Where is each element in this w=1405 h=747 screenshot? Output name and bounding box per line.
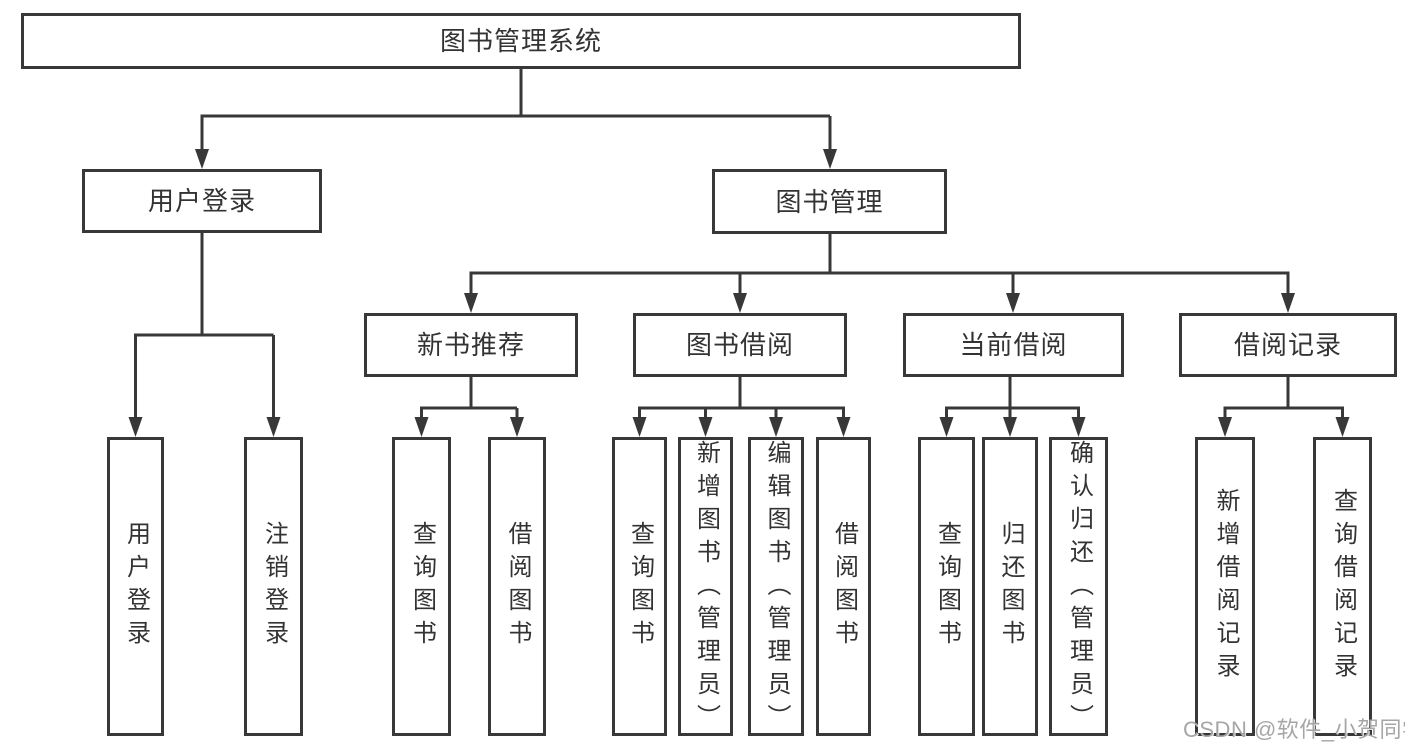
node-label: 注销登录 bbox=[260, 520, 288, 653]
arrowhead bbox=[1006, 293, 1020, 313]
node-book-borrow: 图书借阅 bbox=[633, 313, 847, 377]
leaf-borrow-books-recommend: 借阅图书 bbox=[488, 437, 546, 736]
arrowhead bbox=[128, 417, 143, 437]
arrowhead bbox=[823, 149, 837, 169]
connector-book-management-children bbox=[464, 234, 1295, 313]
node-user-login: 用户登录 bbox=[82, 169, 322, 233]
arrowhead bbox=[1335, 417, 1350, 437]
arrowhead bbox=[510, 417, 524, 437]
arrowhead bbox=[698, 417, 713, 437]
node-label: 查询图书 bbox=[408, 520, 436, 653]
arrowhead bbox=[632, 417, 647, 437]
node-label: 图书管理系统 bbox=[439, 26, 602, 56]
node-label: 用户登录 bbox=[122, 520, 150, 653]
connector-book-borrow-children bbox=[632, 377, 851, 437]
leaf-add-borrow-record: 新增借阅记录 bbox=[1195, 437, 1255, 736]
node-new-book-recommend: 新书推荐 bbox=[364, 313, 578, 377]
arrowhead bbox=[939, 417, 954, 437]
arrowhead bbox=[1071, 417, 1086, 437]
node-label: 借阅记录 bbox=[1233, 330, 1342, 360]
node-label: 编辑图书（管理员） bbox=[763, 440, 790, 737]
node-borrow-records: 借阅记录 bbox=[1179, 313, 1397, 377]
node-label: 查询图书 bbox=[933, 520, 961, 653]
node-label: 新增借阅记录 bbox=[1212, 487, 1239, 686]
arrowhead bbox=[464, 293, 478, 313]
leaf-return-books: 归还图书 bbox=[982, 437, 1038, 736]
connector-borrow-records-children bbox=[1218, 377, 1350, 437]
node-label: 图书借阅 bbox=[685, 330, 794, 360]
leaf-confirm-return-admin: 确认归还（管理员） bbox=[1049, 437, 1108, 737]
node-current-borrow: 当前借阅 bbox=[903, 313, 1124, 377]
leaf-user-login: 用户登录 bbox=[107, 437, 164, 736]
leaf-add-books-admin: 新增图书（管理员） bbox=[678, 437, 733, 737]
arrowhead bbox=[733, 293, 747, 313]
node-label: 新增图书（管理员） bbox=[692, 440, 720, 737]
node-book-management: 图书管理 bbox=[712, 169, 947, 234]
node-label: 图书管理 bbox=[775, 186, 884, 217]
node-label: 借阅图书 bbox=[830, 520, 858, 653]
node-label: 当前借阅 bbox=[959, 330, 1068, 360]
arrowhead bbox=[836, 417, 851, 437]
node-label: 用户登录 bbox=[147, 186, 256, 216]
leaf-logout: 注销登录 bbox=[244, 437, 303, 736]
arrowhead bbox=[1218, 417, 1232, 437]
csdn-watermark: CSDN @软件_小贺同学 bbox=[1183, 717, 1405, 742]
node-label: 确认归还（管理员） bbox=[1065, 440, 1093, 737]
leaf-query-books-current: 查询图书 bbox=[918, 437, 975, 736]
arrowhead bbox=[414, 417, 429, 437]
leaf-query-borrow-record: 查询借阅记录 bbox=[1313, 437, 1372, 736]
arrowhead bbox=[266, 417, 281, 437]
node-library-management-system: 图书管理系统 bbox=[21, 13, 1021, 69]
node-label: 归还图书 bbox=[997, 520, 1024, 653]
leaf-query-books-recommend: 查询图书 bbox=[392, 437, 451, 736]
leaf-query-books-borrow: 查询图书 bbox=[612, 437, 667, 736]
arrowhead bbox=[1003, 417, 1017, 437]
arrowhead bbox=[1281, 293, 1295, 313]
node-label: 借阅图书 bbox=[504, 520, 531, 653]
leaf-edit-books-admin: 编辑图书（管理员） bbox=[748, 437, 804, 737]
arrowhead bbox=[195, 149, 209, 169]
node-label: 查询借阅记录 bbox=[1329, 487, 1357, 686]
connector-new-book-recommend-children bbox=[414, 377, 524, 437]
node-label: 查询图书 bbox=[626, 520, 654, 653]
connector-current-borrow-children bbox=[939, 377, 1086, 437]
connector-user-login-children bbox=[128, 233, 281, 437]
arrowhead bbox=[769, 417, 783, 437]
connector-root-to-level2 bbox=[195, 69, 837, 169]
node-label: 新书推荐 bbox=[416, 330, 525, 360]
leaf-borrow-books: 借阅图书 bbox=[816, 437, 871, 736]
